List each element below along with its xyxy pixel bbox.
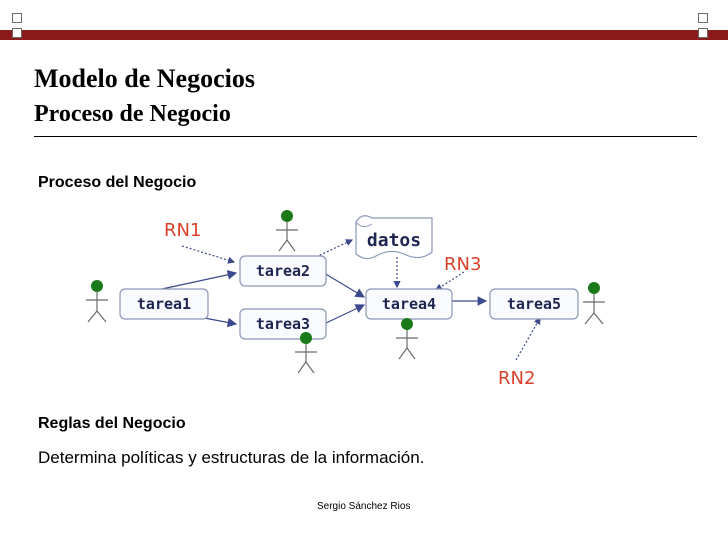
arrow-rn1-tarea2 <box>181 245 236 264</box>
task-box-tarea4: tarea4 <box>365 288 453 320</box>
actor-icon <box>295 332 317 374</box>
slide-top-bar <box>0 0 728 40</box>
corner-square-icon <box>12 13 22 23</box>
slide-footer-author: Sergio Sánchez Rios <box>317 501 411 512</box>
rule-label-rn1: RN1 <box>164 220 201 241</box>
slide-title: Modelo de Negocios <box>34 64 255 93</box>
arrow-tarea2-tarea4 <box>323 272 366 298</box>
actor-icon <box>276 210 298 252</box>
accent-stripe <box>0 30 728 40</box>
task-box-tarea3: tarea3 <box>239 308 327 340</box>
arrow-rn3-tarea4 <box>434 271 465 291</box>
task-label: tarea3 <box>256 315 310 333</box>
task-label: tarea1 <box>137 295 191 313</box>
section-heading-rules: Reglas del Negocio <box>38 415 186 432</box>
rule-label-rn2: RN2 <box>498 368 535 389</box>
section-heading-process: Proceso del Negocio <box>38 174 197 191</box>
task-box-tarea2: tarea2 <box>239 255 327 287</box>
arrow-tarea1-tarea2 <box>161 270 238 290</box>
rule-label-rn3: RN3 <box>444 254 481 275</box>
task-label: tarea4 <box>382 295 436 313</box>
rules-description: Determina políticas y estructuras de la … <box>38 448 425 467</box>
actor-icon <box>583 282 605 325</box>
task-label: tarea5 <box>507 295 561 313</box>
corner-square-icon <box>698 13 708 23</box>
dotted-arrows <box>181 239 541 361</box>
task-box-tarea1: tarea1 <box>119 288 209 320</box>
title-divider <box>34 136 697 137</box>
top-band <box>0 0 728 30</box>
corner-square-icon <box>698 28 708 38</box>
task-box-tarea5: tarea5 <box>489 288 579 320</box>
task-label: tarea2 <box>256 262 310 280</box>
corner-square-icon <box>12 28 22 38</box>
arrow-tarea3-tarea4 <box>323 304 366 325</box>
arrow-tarea2-datos <box>315 239 354 258</box>
arrow-rn2-tarea5 <box>515 316 541 361</box>
data-document-icon: datos <box>355 215 433 260</box>
data-label: datos <box>367 230 421 251</box>
slide-subtitle: Proceso de Negocio <box>34 101 231 127</box>
actor-icon <box>396 318 418 360</box>
actor-icon <box>86 280 108 323</box>
